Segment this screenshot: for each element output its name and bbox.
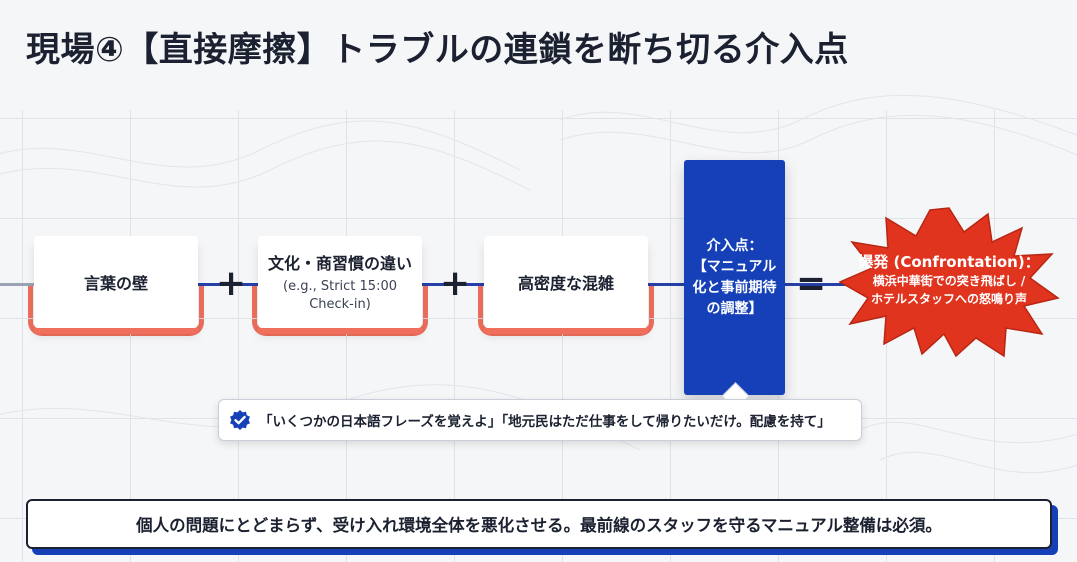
flow-connector-line	[0, 283, 860, 286]
factor-example: (e.g., Strict 15:00 Check-in)	[283, 279, 397, 312]
result-detail-line-2: ホテルスタッフへの怒鳴り声	[870, 292, 1027, 306]
factor-box-congestion: 高密度な混雑	[478, 236, 654, 336]
plus-operator: +	[440, 263, 471, 304]
callout-text: 「いくつかの日本語フレーズを覚えよ」「地元民はただ仕事をして帰りたいだけ。配慮を…	[259, 414, 831, 430]
flow-connector-left	[0, 283, 40, 286]
explosion-burst-shape	[838, 207, 1060, 358]
result-text-block: 爆発 (Confrontation)： 横浜中華街での突き飛ばし / ホテルスタ…	[838, 252, 1060, 308]
equals-operator: =	[796, 263, 827, 304]
intervention-point-box: 介入点： 【マニュアル化と事前期待の調整】	[684, 160, 785, 395]
intervention-label: 介入点： 【マニュアル化と事前期待の調整】	[692, 237, 777, 317]
footer-summary-text: 個人の問題にとどまらず、受け入れ環境全体を悪化させる。最前線のスタッフを守るマニ…	[136, 516, 942, 535]
page-title: 現場④【直接摩擦】トラブルの連鎖を断ち切る介入点	[26, 30, 849, 70]
plus-operator: +	[216, 263, 247, 304]
verified-check-icon	[230, 410, 250, 430]
footer-summary-box: 個人の問題にとどまらず、受け入れ環境全体を悪化させる。最前線のスタッフを守るマニ…	[26, 499, 1052, 549]
result-title: 爆発 (Confrontation)：	[858, 253, 1040, 271]
result-detail-line-1: 横浜中華街での突き飛ばし /	[872, 274, 1026, 288]
factor-box-cultural-difference: 文化・商習慣の違い (e.g., Strict 15:00 Check-in)	[252, 236, 428, 336]
factor-label: 高密度な混雑	[517, 274, 614, 293]
factor-box-language-barrier: 言葉の壁	[28, 236, 204, 336]
advice-callout: 「いくつかの日本語フレーズを覚えよ」「地元民はただ仕事をして帰りたいだけ。配慮を…	[218, 399, 862, 441]
factor-label: 文化・商習慣の違い	[267, 254, 412, 273]
factor-label: 言葉の壁	[83, 274, 148, 293]
